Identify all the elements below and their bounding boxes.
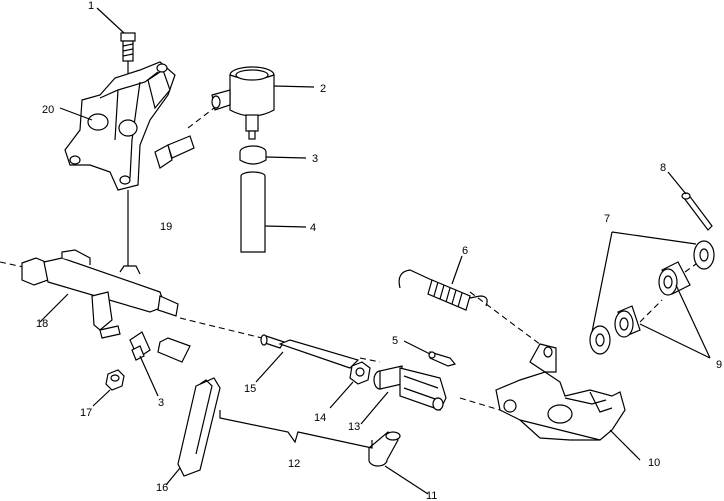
callout-12: 12: [288, 458, 300, 470]
part-11-clevis-pin: [368, 431, 401, 467]
part-16-pedal-pad: [177, 377, 221, 477]
leader-3-upper: [265, 156, 307, 159]
callout-3-lower: 3: [158, 397, 164, 409]
leader-6: [451, 255, 463, 285]
callout-16: 16: [156, 482, 168, 494]
part-9-bushing-set: [589, 240, 715, 355]
part-15-pin: [260, 334, 360, 369]
callout-19: 19: [160, 221, 172, 233]
callout-1: 1: [88, 0, 94, 12]
callout-13: 13: [348, 421, 360, 433]
part-20-bracket: [64, 61, 176, 191]
callout-15: 15: [244, 383, 256, 395]
leader-15: [255, 351, 284, 383]
leader-17: [92, 389, 111, 407]
leader-11: [384, 465, 429, 495]
callout-17: 17: [80, 407, 92, 419]
leader-14: [329, 381, 354, 409]
leader-10: [609, 429, 641, 461]
part-18-master-cylinder: [21, 249, 179, 339]
leader-3-lower: [139, 355, 159, 397]
part-6-spring: [398, 269, 488, 311]
callout-3: 3: [312, 153, 318, 165]
part-13-clevis: [373, 365, 447, 411]
callout-9: 9: [716, 359, 722, 371]
leader-8: [667, 171, 687, 195]
part-8-pin: [681, 192, 713, 231]
callout-6: 6: [462, 245, 468, 257]
callout-11: 11: [426, 490, 437, 501]
callout-14: 14: [314, 412, 326, 424]
part-14-nut: [349, 361, 371, 385]
hose-segment: [157, 337, 191, 363]
callout-2: 2: [320, 83, 326, 95]
spring-axis-line: [469, 291, 546, 349]
leader-13: [360, 391, 389, 425]
bushing-axis-line: [639, 263, 697, 323]
bracket-bolt: [154, 135, 195, 169]
leader-5: [403, 340, 431, 355]
callout-8: 8: [660, 162, 666, 174]
part-10-pedal-bracket: [495, 343, 626, 441]
leader-20: [59, 107, 93, 121]
part-3-clamp-lower: [129, 331, 151, 361]
leader-18: [39, 293, 69, 323]
callout-5: 5: [392, 335, 398, 347]
callout-18: 18: [36, 318, 48, 330]
leader-12-brace: [219, 410, 373, 449]
callout-4: 4: [310, 222, 316, 234]
callout-20: 20: [42, 104, 54, 116]
part-3-clamp-upper: [239, 145, 267, 165]
reservoir-axis-line: [187, 104, 219, 129]
leader-2: [273, 85, 315, 88]
leader-16: [165, 467, 181, 486]
part-17-nut: [105, 369, 125, 391]
callout-10: 10: [648, 457, 660, 469]
leader-9: [639, 284, 711, 359]
part-4-hose: [240, 171, 266, 253]
part-2-reservoir: [211, 66, 275, 140]
assembly-axis-line: [0, 261, 501, 411]
leader-1: [96, 7, 125, 34]
callout-7: 7: [604, 213, 610, 225]
part-5-cotter-pin: [428, 351, 457, 367]
leader-7: [591, 231, 697, 333]
leader-4: [264, 225, 307, 228]
